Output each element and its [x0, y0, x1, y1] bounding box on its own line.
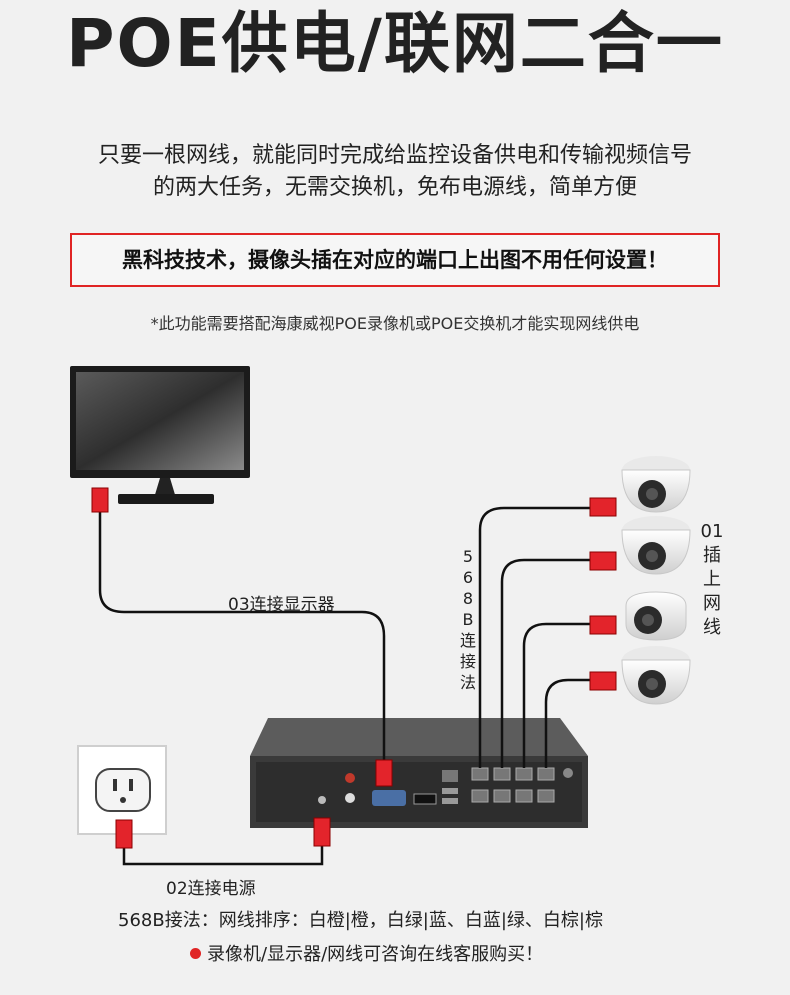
camera-4	[621, 646, 691, 705]
camera-1	[621, 456, 691, 513]
description-line-2: 的两大任务，无需交换机，免布电源线，简单方便	[152, 175, 637, 200]
red-dot-icon	[190, 947, 201, 959]
monitor-connection-label: 03连接显示器	[228, 595, 335, 615]
purchase-note: 录像机/显示器/网线可咨询在线客服购买！	[190, 940, 543, 966]
camera-3	[625, 591, 687, 641]
headline: POE供电/联网二合一	[66, 5, 724, 82]
wall-outlet	[77, 745, 167, 835]
camera-2	[621, 516, 691, 575]
footnote: *此功能需要搭配海康威视POE录像机或POE交换机才能实现网线供电	[150, 314, 640, 333]
camera-vertical-label: 01 插 上 网 线	[700, 521, 724, 638]
connectors	[91, 487, 617, 849]
description-line-1: 只要一根网线，就能同时完成给监控设备供电和传输视频信号	[97, 143, 692, 168]
purchase-note-text: 录像机/显示器/网线可咨询在线客服购买！	[207, 944, 544, 965]
nvr-recorder	[250, 718, 588, 828]
power-connection-label: 02连接电源	[166, 879, 256, 899]
monitor	[70, 366, 250, 504]
highlight-box: 黑科技技术，摄像头插在对应的端口上出图不用任何设置！	[70, 233, 720, 287]
method-vertical-label: 5 6 8 B 连 接 法	[459, 547, 476, 692]
wiring-order: 568B接法：网线排序：白橙|橙，白绿|蓝、白蓝|绿、白棕|棕	[118, 910, 603, 931]
